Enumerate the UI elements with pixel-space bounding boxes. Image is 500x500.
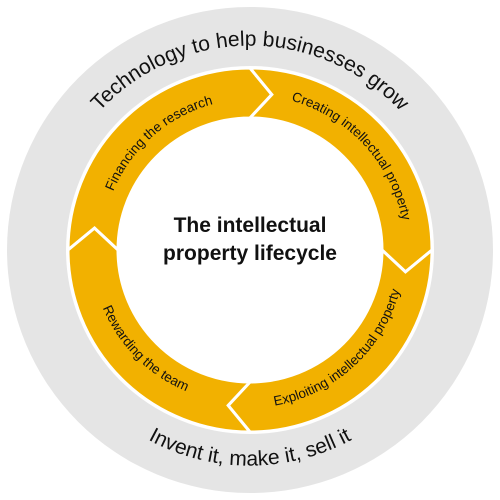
center-title-line2: property lifecycle <box>163 242 337 265</box>
center-title-line1: The intellectual <box>173 214 327 237</box>
center-title: The intellectual property lifecycle <box>130 212 370 268</box>
segments-ring <box>66 66 434 434</box>
center-circle <box>118 118 382 382</box>
